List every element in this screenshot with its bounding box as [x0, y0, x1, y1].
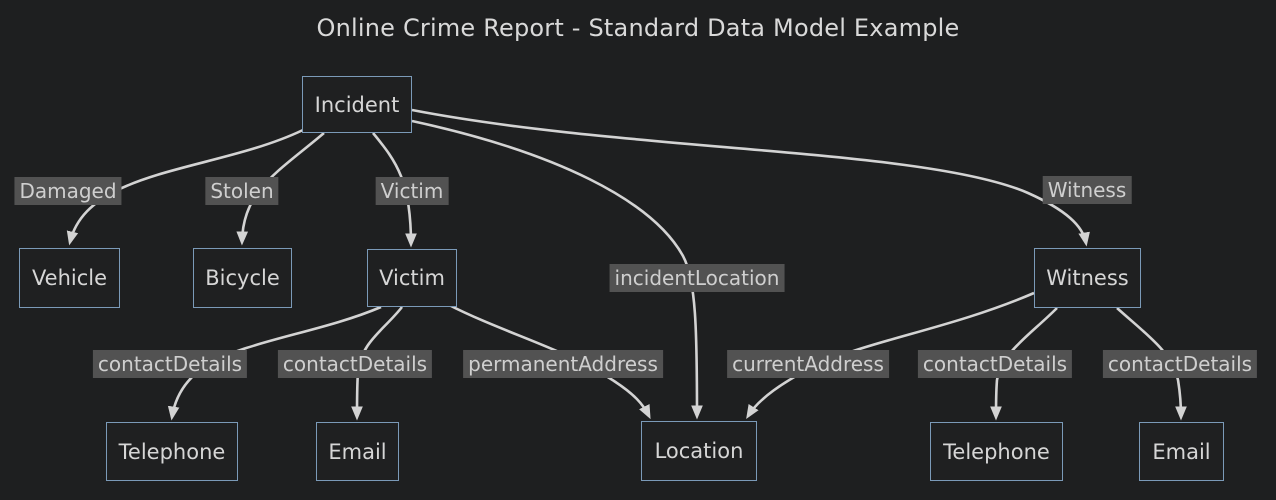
edge-label-contact-details-1: contactDetails — [92, 350, 248, 378]
node-email-right: Email — [1139, 422, 1224, 481]
edge-incident-victim — [371, 132, 417, 248]
edge-label-contact-details-2: contactDetails — [277, 350, 433, 378]
node-email-left: Email — [316, 422, 399, 481]
node-incident: Incident — [302, 76, 412, 133]
node-victim: Victim — [367, 249, 457, 307]
edge-label-permanent-address: permanentAddress — [463, 350, 663, 378]
node-bicycle: Bicycle — [193, 248, 292, 308]
node-location: Location — [641, 421, 757, 481]
node-witness: Witness — [1034, 248, 1141, 308]
node-telephone-left: Telephone — [106, 422, 238, 481]
edge-label-contact-details-4: contactDetails — [1102, 350, 1258, 378]
edge-incident-vehicle — [66, 128, 304, 246]
edge-label-current-address: currentAddress — [727, 350, 889, 378]
node-vehicle: Vehicle — [19, 248, 120, 308]
edge-label-contact-details-3: contactDetails — [917, 350, 1073, 378]
edge-label-damaged: Damaged — [14, 177, 122, 205]
edge-incident-witness — [411, 108, 1090, 247]
edge-label-victim: Victim — [375, 177, 449, 205]
edge-label-witness: Witness — [1042, 176, 1132, 204]
edge-incident-location — [411, 119, 703, 420]
node-telephone-right: Telephone — [930, 422, 1063, 481]
diagram-title: Online Crime Report - Standard Data Mode… — [316, 14, 960, 42]
edge-witness-telephone — [990, 307, 1058, 421]
edge-witness-email — [1116, 307, 1187, 421]
edge-label-incident-location: incidentLocation — [609, 264, 785, 292]
edge-label-stolen: Stolen — [205, 177, 279, 205]
